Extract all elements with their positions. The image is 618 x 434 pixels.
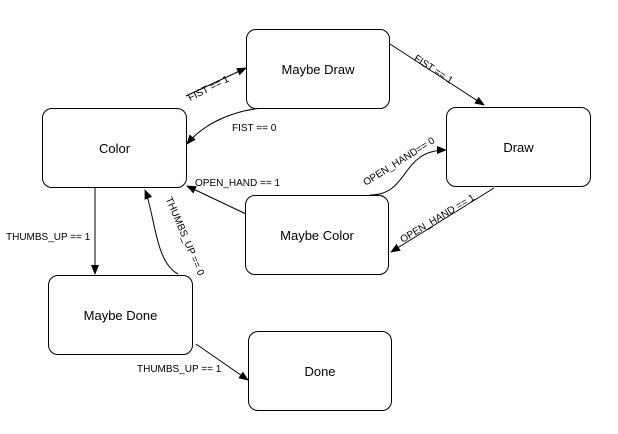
arrow-maybe-draw-to-color — [186, 107, 263, 145]
arrow-draw-to-maybe-color — [390, 187, 495, 253]
arrow-maybe-color-to-color — [186, 185, 247, 215]
label-maybe-done-to-done: THUMBS_UP == 1 — [137, 364, 222, 375]
label-maybe-draw-to-color: FIST == 0 — [232, 123, 277, 134]
state-maybe-draw: Maybe Draw — [246, 29, 390, 109]
state-draw: Draw — [446, 107, 591, 187]
state-maybe-color: Maybe Color — [245, 195, 389, 275]
arrow-maybe-draw-to-draw — [389, 43, 485, 106]
arrow-color-to-maybe-draw — [185, 67, 247, 97]
arrow-maybe-color-to-draw — [369, 146, 447, 196]
state-done: Done — [248, 331, 392, 411]
label-color-to-maybe-done: THUMBS_UP == 1 — [6, 232, 91, 243]
state-color: Color — [42, 108, 187, 188]
label-maybe-color-to-color: OPEN_HAND == 1 — [195, 178, 281, 189]
arrow-maybe-done-to-done — [195, 343, 249, 381]
arrow-maybe-done-to-color — [144, 189, 179, 275]
state-maybe-done: Maybe Done — [48, 275, 193, 355]
